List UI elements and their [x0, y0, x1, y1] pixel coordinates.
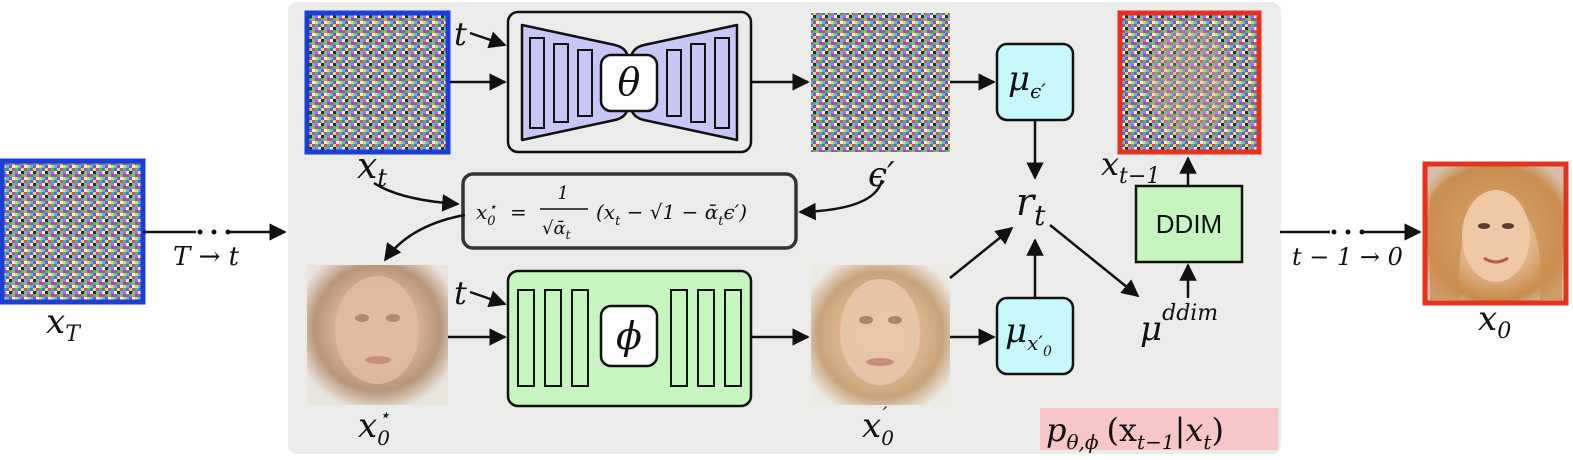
- x0-final-face-image: [1422, 161, 1569, 306]
- phi-symbol: ϕ: [616, 314, 642, 358]
- posterior-label: pθ,ϕ(xt−1|xt): [1046, 411, 1224, 454]
- x-t-to-formula-arrow: [373, 181, 460, 212]
- x0-prime-face-image: [811, 265, 950, 405]
- r-to-mu-ddim-arrow: [1049, 224, 1140, 298]
- formula-denominator: √ᾱt: [542, 218, 571, 242]
- formula-lhs: x0⋆: [476, 200, 497, 229]
- mu-ddim-label: μddim: [1140, 301, 1218, 349]
- formula-to-x0-star-arrow: [383, 213, 466, 262]
- x-t-minus-1-label: xt−1: [1101, 145, 1160, 189]
- x-t-minus-1-noise-image: [1117, 10, 1262, 155]
- x-t-noise-image: [304, 10, 451, 155]
- x0-star-face-image: [307, 265, 448, 405]
- t-input-bottom-label: t: [454, 274, 467, 312]
- formula-eq: =: [510, 200, 527, 224]
- x0-prime-label: x0′: [862, 402, 894, 450]
- schedule-left-label: T → t: [173, 242, 240, 272]
- formula-body: (xt − √1 − ᾱtϵ′): [596, 200, 747, 229]
- x0-star-label: x0⋆: [358, 405, 390, 450]
- ddim-box: [1134, 184, 1244, 264]
- theta-parameter-box: [599, 53, 659, 113]
- eps-prime-label: ϵ′: [868, 155, 895, 195]
- x-T-label: xT: [46, 302, 82, 347]
- schedule-right-label: t − 1 → 0: [1292, 243, 1403, 271]
- ddim-label: DDIM: [1156, 209, 1222, 239]
- phi-parameter-box: [599, 304, 659, 368]
- mu-x0-prime-label: μx′0: [1005, 311, 1052, 360]
- x0-label: x0: [1478, 299, 1511, 344]
- t-input-top-label: t: [454, 15, 467, 53]
- x-t-label: xt: [357, 146, 387, 192]
- theta-symbol: θ: [618, 60, 641, 104]
- mu-eps-label: μϵ′: [1008, 59, 1046, 103]
- posterior-label-bg: [1040, 408, 1278, 450]
- eps-to-formula-arrow: [798, 179, 884, 221]
- x0-star-formula-box: [461, 172, 798, 250]
- eps-prime-noise-image: [811, 13, 950, 152]
- r-t-label: rt: [1016, 180, 1046, 232]
- x-T-noise-image: [0, 158, 146, 305]
- formula-numerator: 1: [557, 183, 568, 204]
